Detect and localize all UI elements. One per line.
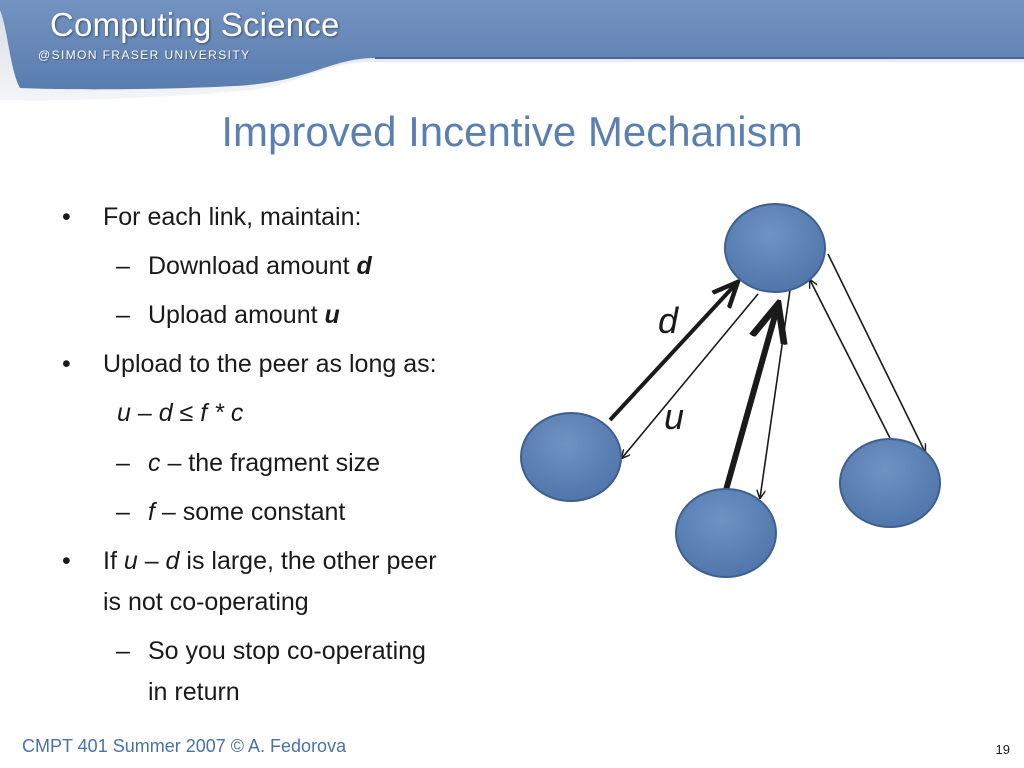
peer-diagram-svg [520,203,941,578]
sub-bullet-continuation: in return [148,678,240,706]
formula-u: u [117,399,131,427]
sub-bullet-item: c – the fragment size [148,448,380,478]
formula-c: c [230,399,244,427]
bullet-item: Upload to the peer as long as: [103,349,437,379]
formula-f: f [200,399,208,427]
variable-u: u [324,301,340,329]
bullet-text: If [103,547,124,575]
formula-d: d [158,399,173,427]
diagram-label-d: d [658,300,679,341]
bullet-text: is large, the other peer [179,547,437,575]
bullet-list: • For each link, maintain: – Download am… [0,0,540,720]
variable-u: u [123,547,138,575]
peer-node-bottom [675,488,777,578]
sub-bullet-text: Download amount [148,252,357,280]
brand-subtitle: @SIMON FRASER UNIVERSITY [38,48,251,62]
diagram-label-u: u [664,396,685,437]
variable-c: c – [148,449,182,477]
variable-d: d [356,252,372,280]
banner-shape [0,0,1024,101]
bullet-continuation: is not co-operating [103,588,309,616]
variable-f: f – [148,498,176,526]
page-number: 19 [995,742,1010,757]
sub-bullet-item: Download amount d [148,251,372,281]
bullet-marker: • [62,350,71,378]
sub-bullet-marker: – [116,498,130,526]
formula-minus: – [130,399,159,427]
sub-bullet-item: Upload amount u [148,300,340,330]
arrow-top-to-right [827,253,925,452]
bullet-text: Upload to the peer as long as: [103,350,437,378]
sub-bullet-item: f – some constant [148,497,345,527]
sub-bullet-marker: – [116,252,130,280]
bullet-text: – [137,547,166,575]
bullet-marker: • [62,203,71,231]
footer-course: CMPT 401 Summer 2007 © A. Fedorova [22,736,347,756]
sub-bullet-item: So you stop co-operating [148,637,426,665]
sub-bullet-marker: – [116,637,130,665]
bullet-item: If u – d is large, the other peer [103,546,437,576]
sub-bullet-text: some constant [175,498,346,526]
sub-bullet-text: the fragment size [181,449,381,477]
arrow-right-to-top [810,280,891,439]
bullet-text: For each link, maintain: [103,203,362,231]
thick-arrow-u [723,312,776,491]
bullet-item: For each link, maintain: [103,202,361,232]
formula: u – d ≤ f * c [117,398,243,428]
sub-bullet-text: Upload amount [148,301,325,329]
peer-node-right [839,438,941,528]
formula-le: ≤ [172,399,201,427]
peer-diagram: d u [500,190,980,590]
header-banner: Computing Science @SIMON FRASER UNIVERSI… [0,0,1024,110]
variable-d: d [165,547,180,575]
sub-bullet-marker: – [116,449,130,477]
peer-node-left [520,412,622,502]
bullet-marker: • [62,547,71,575]
peer-node-top [724,203,826,293]
thick-arrow-d [608,286,734,422]
slide-title: Improved Incentive Mechanism [221,108,803,155]
brand-title: Computing Science [50,6,340,43]
sub-bullet-marker: – [116,301,130,329]
formula-times: * [207,399,231,427]
arrow-top-to-left [622,293,759,458]
